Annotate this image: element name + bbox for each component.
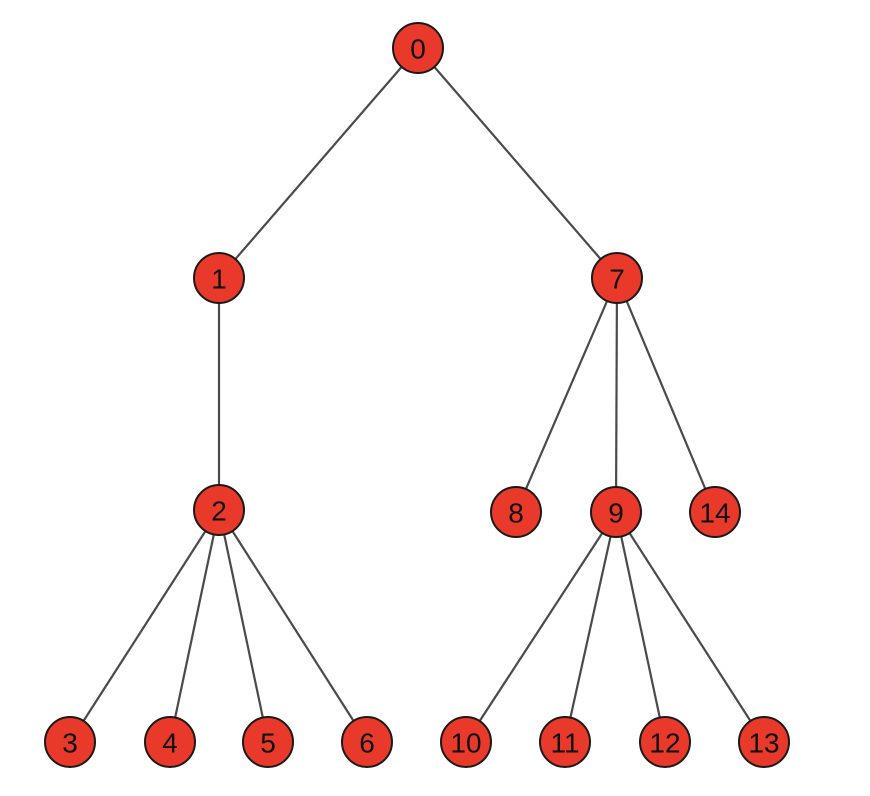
- edges-layer: [69, 47, 765, 743]
- node-circle: [44, 716, 96, 768]
- node-9: 9: [590, 486, 642, 538]
- node-label: 12: [649, 728, 680, 759]
- node-circle: [639, 716, 691, 768]
- node-label: 1: [211, 264, 227, 295]
- node-7: 7: [591, 252, 643, 304]
- node-circle: [539, 716, 591, 768]
- node-circle: [590, 486, 642, 538]
- node-label: 8: [508, 498, 524, 529]
- node-circle: [591, 252, 643, 304]
- node-14: 14: [689, 486, 741, 538]
- edge-0-7: [417, 47, 618, 279]
- edge-2-6: [218, 509, 368, 743]
- node-0: 0: [392, 22, 444, 74]
- edge-9-13: [615, 511, 765, 743]
- node-label: 11: [550, 728, 579, 759]
- node-label: 5: [260, 728, 276, 759]
- node-10: 10: [440, 716, 492, 768]
- node-circle: [440, 716, 492, 768]
- edge-9-12: [614, 511, 667, 743]
- node-5: 5: [242, 716, 294, 768]
- node-circle: [490, 486, 542, 538]
- edge-7-9: [614, 277, 619, 513]
- node-label: 6: [359, 728, 375, 759]
- node-label: 10: [450, 728, 481, 759]
- edge-2-4: [168, 509, 221, 743]
- edge-0-1: [218, 47, 419, 279]
- edge-9-10: [465, 511, 617, 743]
- edge-2-3: [69, 509, 220, 743]
- edge-9-11: [563, 511, 618, 743]
- node-label: 13: [748, 728, 779, 759]
- node-circle: [341, 716, 393, 768]
- node-6: 6: [341, 716, 393, 768]
- node-3: 3: [44, 716, 96, 768]
- node-label: 2: [211, 496, 227, 527]
- node-12: 12: [639, 716, 691, 768]
- edge-2-5: [217, 509, 270, 743]
- node-1: 1: [193, 252, 245, 304]
- node-label: 3: [62, 728, 78, 759]
- node-label: 0: [410, 34, 426, 65]
- node-label: 9: [608, 498, 624, 529]
- node-circle: [242, 716, 294, 768]
- node-circle: [144, 716, 196, 768]
- node-13: 13: [738, 716, 790, 768]
- node-circle: [193, 252, 245, 304]
- node-2: 2: [193, 484, 245, 536]
- node-circle: [738, 716, 790, 768]
- node-circle: [689, 486, 741, 538]
- node-4: 4: [144, 716, 196, 768]
- node-8: 8: [490, 486, 542, 538]
- node-label: 14: [699, 498, 730, 529]
- node-circle: [392, 22, 444, 74]
- node-circle: [193, 484, 245, 536]
- node-11: 11: [539, 716, 591, 768]
- node-label: 4: [162, 728, 178, 759]
- edge-7-8: [514, 277, 619, 513]
- node-label: 7: [609, 264, 625, 295]
- edge-7-14: [615, 277, 717, 513]
